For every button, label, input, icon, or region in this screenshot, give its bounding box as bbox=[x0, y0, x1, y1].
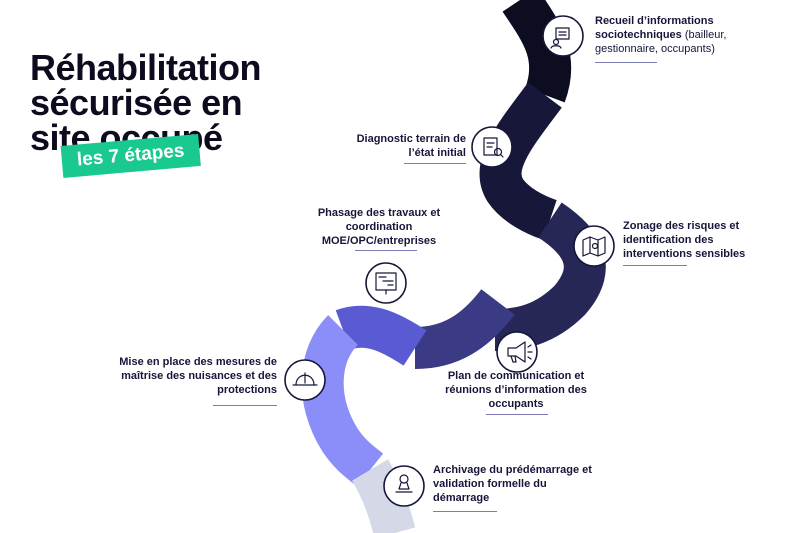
step-3-underline bbox=[623, 265, 687, 266]
step-4-title: Plan de communication et réunions d’info… bbox=[445, 370, 587, 410]
step-1-label: Recueil d’informations sociotechniques (… bbox=[595, 14, 780, 56]
megaphone-icon bbox=[507, 341, 533, 363]
step-1-detail: (bailleur, gestionnaire, occupants) bbox=[595, 29, 727, 55]
step-2-label: Diagnostic terrain de l’état initial bbox=[333, 132, 466, 160]
step-4-node bbox=[496, 331, 538, 373]
step-5-underline bbox=[355, 250, 417, 251]
step-4-underline bbox=[486, 414, 548, 415]
road-segment-3 bbox=[494, 202, 606, 351]
approval-stamp-icon bbox=[395, 474, 413, 493]
step-1-title: Recueil d’informations sociotechniques bbox=[595, 15, 714, 41]
step-1-node bbox=[542, 15, 584, 57]
step-3-title: Zonage des risques et identification des… bbox=[623, 220, 746, 260]
step-6-title: Mise en place des mesures de maîtrise de… bbox=[119, 356, 277, 396]
inspection-report-icon bbox=[483, 137, 504, 158]
road-segment-2 bbox=[479, 82, 562, 240]
step-1-underline bbox=[595, 62, 657, 63]
step-3-label: Zonage des risques et identification des… bbox=[623, 219, 763, 261]
road-segment-4 bbox=[414, 288, 515, 369]
step-6-label: Mise en place des mesures de maîtrise de… bbox=[105, 355, 277, 397]
road-segment-7 bbox=[351, 459, 416, 533]
step-7-underline bbox=[433, 511, 497, 512]
hard-hat-icon bbox=[292, 372, 318, 386]
step-4-label: Plan de communication et réunions d’info… bbox=[436, 369, 596, 411]
step-2-title: Diagnostic terrain de l’état initial bbox=[356, 133, 466, 159]
planning-board-icon bbox=[375, 272, 397, 295]
road-segment-5 bbox=[335, 305, 427, 366]
road-segment-6 bbox=[301, 315, 384, 487]
step-5-node bbox=[365, 262, 407, 304]
step-7-node bbox=[383, 465, 425, 507]
user-checklist-icon bbox=[550, 27, 570, 49]
step-3-node bbox=[573, 225, 615, 267]
title-line-1: Réhabilitation bbox=[30, 47, 262, 88]
step-7-title: Archivage du prédémarrage et validation … bbox=[433, 464, 592, 504]
title-line-2: sécurisée en bbox=[30, 82, 243, 123]
step-7-label: Archivage du prédémarrage et validation … bbox=[433, 463, 598, 505]
step-5-label: Phasage des travaux et coordination MOE/… bbox=[304, 206, 454, 248]
step-2-underline bbox=[404, 163, 466, 164]
risk-zone-map-icon bbox=[582, 236, 606, 257]
step-6-underline bbox=[213, 405, 277, 406]
step-5-title: Phasage des travaux et coordination MOE/… bbox=[317, 207, 441, 247]
